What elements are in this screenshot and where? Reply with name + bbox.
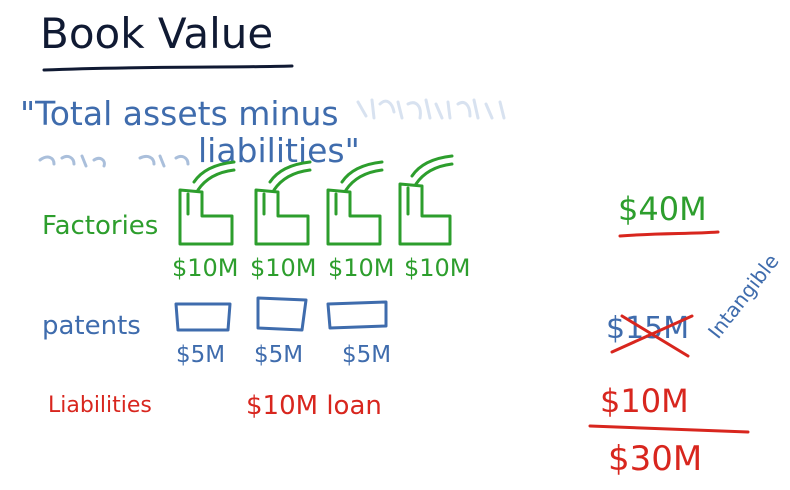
cross-out-mark xyxy=(610,314,694,358)
factory-value: $10M xyxy=(250,254,317,282)
book-value-result: $30M xyxy=(608,439,702,479)
patents-label: patents xyxy=(42,311,141,341)
factory-value: $10M xyxy=(404,254,471,282)
patent-icon xyxy=(256,296,308,332)
liabilities-total: $10M xyxy=(600,382,689,420)
factory-value: $10M xyxy=(328,254,395,282)
sum-line xyxy=(588,424,750,434)
definition-line-1: "Total assets minus xyxy=(20,94,339,133)
erased-text xyxy=(356,98,506,120)
title-underline xyxy=(42,64,294,72)
patent-icon xyxy=(326,300,388,330)
factory-icons xyxy=(178,154,454,246)
factory-icon xyxy=(178,160,236,246)
patent-value: $5M xyxy=(342,342,391,368)
factory-icon xyxy=(398,154,454,246)
intangible-note: Intangible xyxy=(703,249,784,343)
liabilities-label: Liabilities xyxy=(48,393,152,418)
factories-label: Factories xyxy=(42,211,158,241)
factory-icon xyxy=(254,160,312,246)
factory-value: $10M xyxy=(172,254,239,282)
total-underline xyxy=(618,230,720,238)
patent-icons xyxy=(174,296,388,332)
patent-value: $5M xyxy=(254,342,303,368)
patents-crossed-total: $15M xyxy=(606,311,689,346)
liabilities-value: $10M loan xyxy=(246,391,382,421)
page-title: Book Value xyxy=(40,9,273,58)
patent-icon xyxy=(174,302,232,332)
factory-icon xyxy=(326,160,384,246)
erased-text-2 xyxy=(38,154,190,168)
factories-total: $40M xyxy=(618,190,707,228)
patent-value: $5M xyxy=(176,342,225,368)
